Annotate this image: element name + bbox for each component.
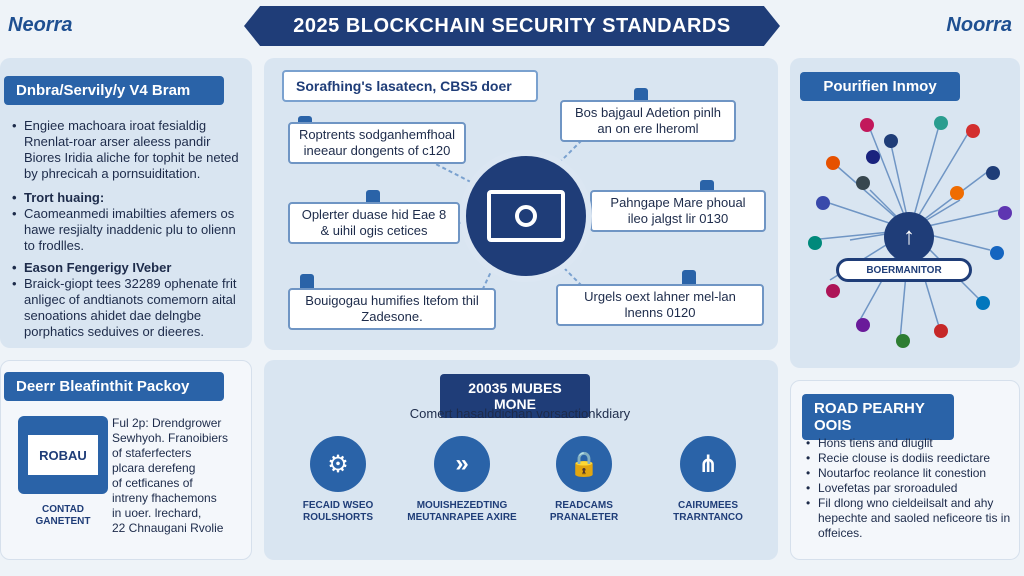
right-bottom-list: Hons tiens and dluglit Recie clouse is d… <box>806 436 1012 541</box>
feature-label-2: MOUISHEZEDTING MEUTANRAPEE AXIRE <box>407 500 517 523</box>
network-node-icon <box>998 206 1012 220</box>
network-node-icon <box>856 318 870 332</box>
network-node-icon <box>976 296 990 310</box>
list-item: Hons tiens and dluglit <box>806 436 1012 451</box>
list-item: Recie clouse is dodiis reedictare <box>806 451 1012 466</box>
network-node-icon <box>990 246 1004 260</box>
info-box-4: Pahngape Mare phoual ileo jalgst lir 013… <box>590 190 766 232</box>
left-bottom-tag: Deerr Bleafinthit Packoy <box>4 372 224 401</box>
right-bottom-tag: ROAD PEARHY OOIS <box>802 394 954 440</box>
center-bottom-subtitle: Comert hasalddichan vorsactionkdiary <box>409 406 631 421</box>
monitor-eye-icon <box>460 150 592 282</box>
list-item: Fil dlong wno cieldeilsalt and ahy hepec… <box>806 496 1012 541</box>
left-top-sub1: Trort huaing: <box>12 190 244 206</box>
left-top-bullet: Engiee machoara iroat fesialdig Rnenlat-… <box>12 118 244 182</box>
network-node-icon <box>934 324 948 338</box>
right-top-tag: Pourifien Inmoy <box>800 72 960 101</box>
list-item: Lovefetas par sroroaduled <box>806 481 1012 496</box>
left-top-bullet2: Caomeanmedi imabilties afemers os hawe r… <box>12 206 244 254</box>
network-node-icon <box>826 284 840 298</box>
doc-mini-icon <box>300 274 314 292</box>
brand-logo-right: Noorra <box>946 14 1012 36</box>
doc-mini-icon <box>682 270 696 288</box>
chart-icon: ⚙ <box>310 436 366 492</box>
network-node-icon <box>986 166 1000 180</box>
document-icon: ROBAU <box>18 416 108 494</box>
network-node-icon <box>884 134 898 148</box>
hub-label: BOERMANITOR <box>836 258 972 282</box>
left-top-bullet3: Braick-giopt tees 32289 ophenate frit an… <box>12 276 244 340</box>
left-top-text: Engiee machoara iroat fesialdig Rnenlat-… <box>12 118 244 340</box>
feature-label-4: CAIRUMEES TRARNTANCO <box>673 500 743 523</box>
network-node-icon <box>950 186 964 200</box>
network-node-icon <box>860 118 874 132</box>
network-node-icon <box>966 124 980 138</box>
info-box-2: Bos bajgaul Adetion pinlh an on ere lher… <box>560 100 736 142</box>
network-node-icon <box>826 156 840 170</box>
info-box-1: Roptrents sodganhemfhoal ineeaur dongent… <box>288 122 466 164</box>
left-top-sub2: Eason Fengerigy IVeber <box>12 260 244 276</box>
left-top-tag: Dnbra/Servily/y V4 Bram <box>4 76 224 105</box>
feature-label-1: FECAID WSEO ROULSHORTS <box>302 500 374 523</box>
doc-caption: CONTAD GANETENT <box>35 504 91 527</box>
shield-icon: » <box>434 436 490 492</box>
page-title: 2025 BLOCKCHAIN SECURITY STANDARDS <box>244 6 780 46</box>
info-box-5: Bouigogau humifies ltefom thil Zadesone. <box>288 288 496 330</box>
left-bottom-text: Ful 2p: Drendgrower Sewhyoh. Franoibiers… <box>112 416 229 535</box>
info-box-6: Urgels oext lahner mel-lan lnenns 0120 <box>556 284 764 326</box>
network-node-icon <box>896 334 910 348</box>
people-icon: ⋔ <box>680 436 736 492</box>
list-item: Noutarfoc reolance lit conestion <box>806 466 1012 481</box>
network-node-icon <box>866 150 880 164</box>
network-node-icon <box>856 176 870 190</box>
center-top-tag: Sorafhing's lasatecn, CBS5 doer <box>282 70 538 102</box>
lock-icon: 🔒 <box>556 436 612 492</box>
center-bottom-tag: 20035 MUBES MONE <box>440 374 590 418</box>
brand-logo-left: Neorra <box>8 14 73 36</box>
network-node-icon <box>816 196 830 210</box>
info-box-3: Oplerter duase hid Eae 8 & uihil ogis ce… <box>288 202 460 244</box>
upload-arrow-icon: ↑ <box>884 212 934 262</box>
network-node-icon <box>808 236 822 250</box>
network-node-icon <box>934 116 948 130</box>
feature-label-3: READCAMS PRANALETER <box>549 500 619 523</box>
